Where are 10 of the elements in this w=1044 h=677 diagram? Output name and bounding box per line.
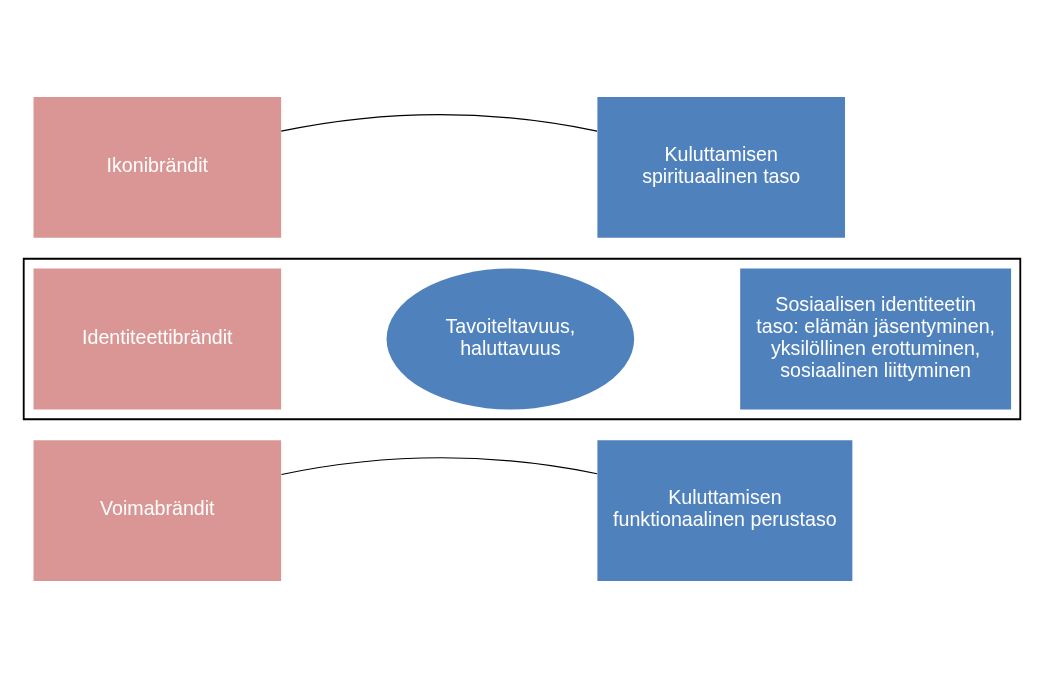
- node-box: Kuluttamisen funktionaalinen perustaso: [597, 439, 853, 581]
- node-box: Identiteettibrändit: [33, 268, 282, 409]
- node-ellipse: Tavoiteltavuus, haluttavuus: [386, 268, 635, 409]
- connector: [280, 456, 598, 475]
- connector: [280, 113, 598, 132]
- node-box: Voimabrändit: [33, 439, 282, 581]
- node-box: Sosiaalisen identiteetin taso: elämän jäsentyminen, yksilöllinen erottuminen, sosiaalinen liittyminen: [740, 268, 1012, 409]
- node-box: Ikonibrändit: [33, 96, 282, 238]
- node-box: Kuluttamisen spirituaalinen taso: [597, 96, 845, 238]
- cluster: [22, 257, 1022, 420]
